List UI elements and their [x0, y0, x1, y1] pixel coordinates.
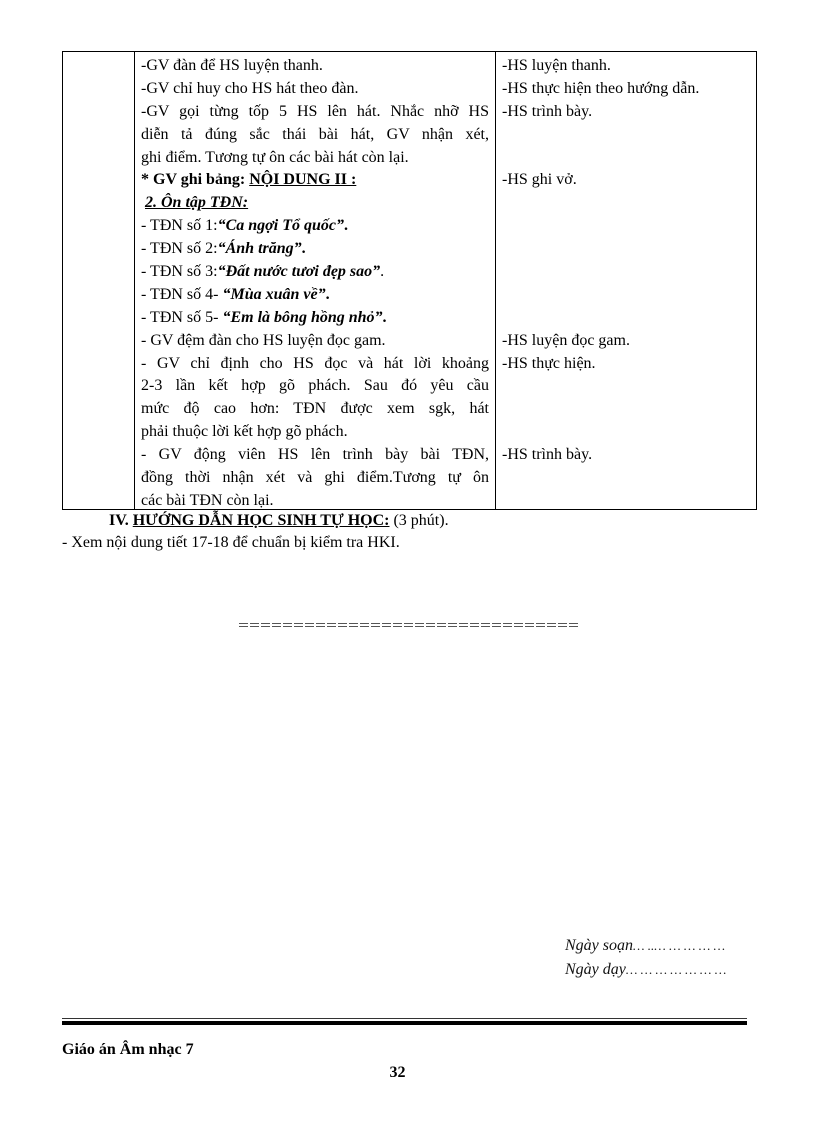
tdn-item-number: - TĐN số 1: [141, 217, 218, 235]
taught-date-value: … … … … … … … [625, 962, 727, 977]
teacher-activity-line: diễn tả đúng sắc thái bài hát, GV nhận x… [141, 125, 489, 143]
prepared-date-label: Ngày soạn [565, 937, 633, 954]
teacher-activity-line: -GV gọi từng tốp 5 HS lên hát. Nhắc nhỡ … [141, 102, 489, 120]
teacher-activity-line: phải thuộc lời kết hợp gõ phách. [141, 423, 348, 441]
student-activity-line: -HS luyện thanh. [502, 57, 611, 74]
footer-title: Giáo án Âm nhạc 7 [62, 1041, 194, 1058]
board-note-prefix: * GV ghi bảng: [141, 171, 250, 189]
teacher-activity-line: - GV đệm đàn cho HS luyện đọc gam. [141, 331, 386, 349]
divider-line [239, 626, 579, 627]
teacher-activity-line: - GV chỉ định cho HS đọc và hát lời khoả… [141, 354, 489, 372]
spacer [502, 421, 750, 444]
spacer [502, 192, 750, 215]
spacer [502, 215, 750, 238]
section-iv-duration: (3 phút). [389, 512, 449, 529]
footer-rule [62, 1018, 747, 1026]
student-activity-line: -HS trình bày. [502, 446, 593, 464]
tdn-item-suffix: . [343, 217, 348, 235]
footer-rule-thin [62, 1018, 747, 1019]
tdn-item-title: “Ca ngợi Tổ quốc” [217, 217, 344, 235]
tdn-item-suffix: . [382, 308, 387, 326]
spacer [502, 398, 750, 421]
tdn-item-suffix: . [301, 240, 306, 258]
section-iv-number: IV. [109, 512, 133, 529]
student-activity-line: -HS thực hiện. [502, 354, 596, 372]
section-iv-note: - Xem nội dung tiết 17-18 để chuẩn bị ki… [62, 534, 400, 551]
prepared-date-line: Ngày soạn… ..… … … … … [565, 934, 726, 958]
tdn-item: - TĐN số 5- “Em là bông hồng nhỏ”. [141, 307, 489, 330]
footer-rule-thick [62, 1021, 747, 1025]
teacher-activity-line: mức độ cao hơn: TĐN được xem sgk, hát [141, 400, 489, 418]
tdn-item: - TĐN số 1:“Ca ngợi Tổ quốc”. [141, 215, 489, 238]
tdn-item: - TĐN số 4- “Mùa xuân về”. [141, 284, 489, 307]
tdn-item: - TĐN số 2:“Ánh trăng”. [141, 238, 489, 261]
tdn-item-number: - TĐN số 4- [141, 285, 223, 303]
prepared-date-value: … ..… … … … … [633, 938, 726, 953]
taught-date-label: Ngày dạy [565, 961, 626, 978]
tdn-item-number: - TĐN số 3: [141, 263, 218, 281]
tdn-item-title: “Mùa xuân về” [222, 285, 326, 303]
teacher-activity-line: - GV động viên HS lên trình bày bài TĐN, [141, 446, 489, 464]
teacher-activity-line: -GV đàn để HS luyện thanh. [141, 57, 323, 74]
table-column-student-activities: -HS luyện thanh. -HS thực hiện theo hướn… [496, 52, 756, 509]
divider-line [239, 623, 579, 624]
spacer [502, 124, 750, 147]
spacer [502, 261, 750, 284]
spacer [502, 238, 750, 261]
tdn-item-title: “Ánh trăng” [217, 240, 302, 258]
teacher-activity-line: -GV chỉ huy cho HS hát theo đàn. [141, 79, 359, 97]
section-iv-heading: IV. HƯỚNG DẪN HỌC SINH TỰ HỌC: (3 phút). [109, 510, 449, 532]
lesson-dates: Ngày soạn… ..… … … … … Ngày dạy… … … … …… [565, 934, 726, 982]
teacher-activity-line: các bài TĐN còn lại. [141, 491, 274, 509]
tdn-item-number: - TĐN số 2: [141, 240, 218, 258]
equals-divider [239, 622, 579, 628]
tdn-item-title: “Em là bông hồng nhỏ” [222, 308, 383, 326]
student-activity-line: -HS thực hiện theo hướng dẫn. [502, 79, 700, 97]
teacher-activity-line: ghi điểm. Tương tự ôn các bài hát còn lạ… [141, 148, 409, 166]
student-activity-line: -HS trình bày. [502, 102, 593, 120]
taught-date-line: Ngày dạy… … … … … … … [565, 958, 726, 982]
student-activity-line: -HS luyện đọc gam. [502, 331, 630, 349]
teacher-activity-line: 2-3 lần kết hợp gõ phách. Sau đó yêu cầu [141, 377, 489, 395]
board-note-heading: NỘI DUNG II : [249, 171, 357, 189]
tdn-item-suffix: . [380, 263, 385, 281]
spacer [502, 307, 750, 330]
tdn-item-suffix: . [325, 285, 330, 303]
review-heading-line: 2. Ôn tập TĐN: [141, 192, 489, 215]
spacer [502, 147, 750, 170]
tdn-item-title: “Đất nước tươi đẹp sao” [217, 263, 381, 281]
tdn-item-number: - TĐN số 5- [141, 308, 223, 326]
tdn-item: - TĐN số 3:“Đất nước tươi đẹp sao”. [141, 261, 489, 284]
spacer [502, 375, 750, 398]
table-column-teacher-activities: -GV đàn để HS luyện thanh. -GV chỉ huy c… [135, 52, 496, 509]
page-number: 32 [389, 1064, 406, 1081]
student-activity-line: -HS ghi vở. [502, 171, 577, 189]
review-heading: 2. Ôn tập TĐN: [145, 194, 249, 212]
lesson-activity-table: -GV đàn để HS luyện thanh. -GV chỉ huy c… [62, 51, 757, 510]
section-iv-title: HƯỚNG DẪN HỌC SINH TỰ HỌC: [132, 512, 390, 529]
board-note: * GV ghi bảng: NỘI DUNG II : [141, 169, 489, 192]
teacher-activity-line: đồng thời nhận xét và ghi điểm.Tương tự … [141, 469, 489, 487]
table-column-stage [63, 52, 135, 509]
spacer [502, 284, 750, 307]
